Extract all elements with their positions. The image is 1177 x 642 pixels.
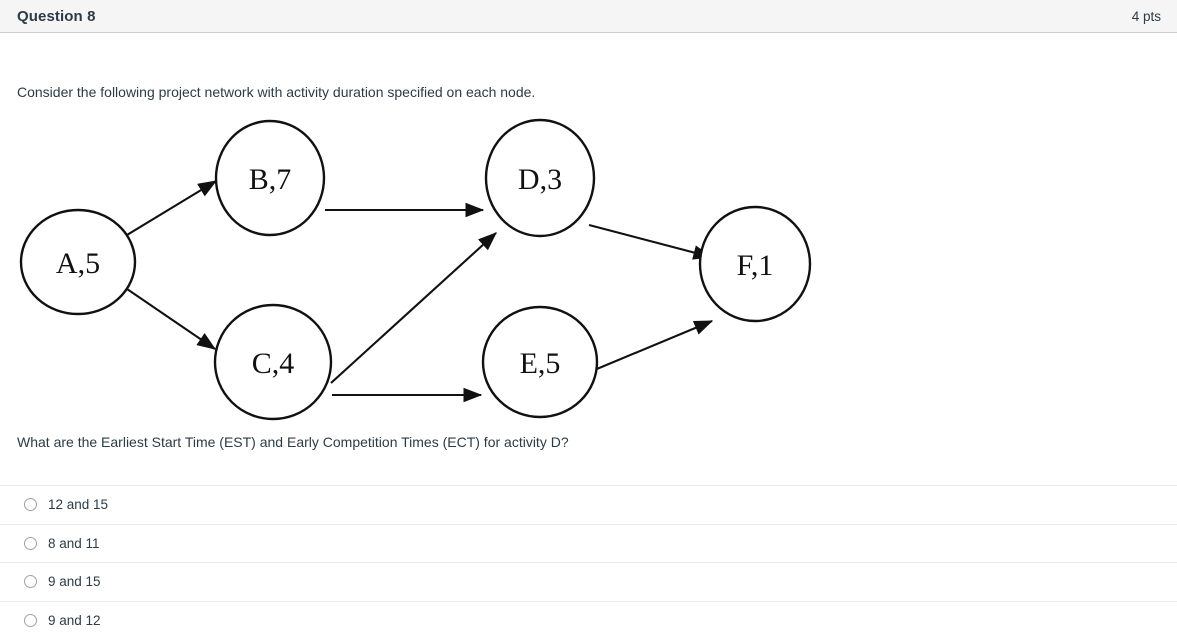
edge-a-to-c [126, 288, 217, 350]
node-b: B,7 [214, 119, 326, 237]
answer-option-2[interactable]: 8 and 11 [0, 523, 1177, 563]
question-subprompt: What are the Earliest Start Time (EST) a… [17, 434, 569, 450]
answer-option-label: 12 and 15 [48, 497, 109, 512]
edge-group [126, 180, 714, 403]
question-header: Question 8 4 pts [0, 0, 1177, 33]
node-c: C,4 [213, 303, 333, 421]
radio-button-icon[interactable] [24, 498, 37, 512]
node-a-label: A,5 [56, 247, 100, 280]
radio-button-icon[interactable] [24, 536, 37, 550]
answer-options-list: 12 and 15 8 and 11 9 and 15 9 and 12 [0, 485, 1177, 639]
node-c-label: C,4 [252, 347, 295, 380]
edge-a-to-b [126, 180, 218, 236]
answer-option-label: 9 and 15 [48, 574, 101, 589]
node-a: A,5 [19, 208, 137, 316]
node-e-label: E,5 [520, 347, 561, 380]
node-f: F,1 [698, 205, 812, 323]
node-b-label: B,7 [249, 163, 292, 196]
question-prompt: Consider the following project network w… [17, 84, 536, 100]
answer-option-label: 9 and 12 [48, 612, 101, 628]
network-graph-svg: A,5 B,7 C,4 D,3 E,5 [19, 118, 812, 421]
node-d: D,3 [484, 118, 596, 238]
node-f-label: F,1 [737, 249, 774, 282]
node-d-label: D,3 [518, 163, 562, 196]
radio-button-icon[interactable] [24, 575, 37, 589]
node-a-circle [19, 208, 137, 316]
node-e-circle [481, 305, 599, 419]
node-f-circle [698, 205, 812, 323]
node-d-circle [484, 118, 596, 238]
answer-option-4[interactable]: 9 and 12 [0, 600, 1177, 640]
question-title: Question 8 [17, 7, 96, 25]
question-points: 4 pts [1131, 8, 1161, 24]
answer-option-1[interactable]: 12 and 15 [0, 485, 1177, 524]
node-b-circle [214, 119, 326, 237]
answer-option-3[interactable]: 9 and 15 [0, 562, 1177, 601]
node-e: E,5 [481, 305, 599, 419]
edge-d-to-f [588, 223, 713, 260]
radio-button-icon[interactable] [24, 613, 37, 627]
node-c-circle [213, 303, 333, 421]
answer-option-label: 8 and 11 [48, 535, 100, 551]
edge-e-to-f [591, 320, 714, 372]
node-group: A,5 B,7 C,4 D,3 E,5 [19, 118, 812, 421]
project-network-diagram: A,5 B,7 C,4 D,3 E,5 [0, 109, 880, 439]
edge-c-to-d [330, 232, 497, 384]
